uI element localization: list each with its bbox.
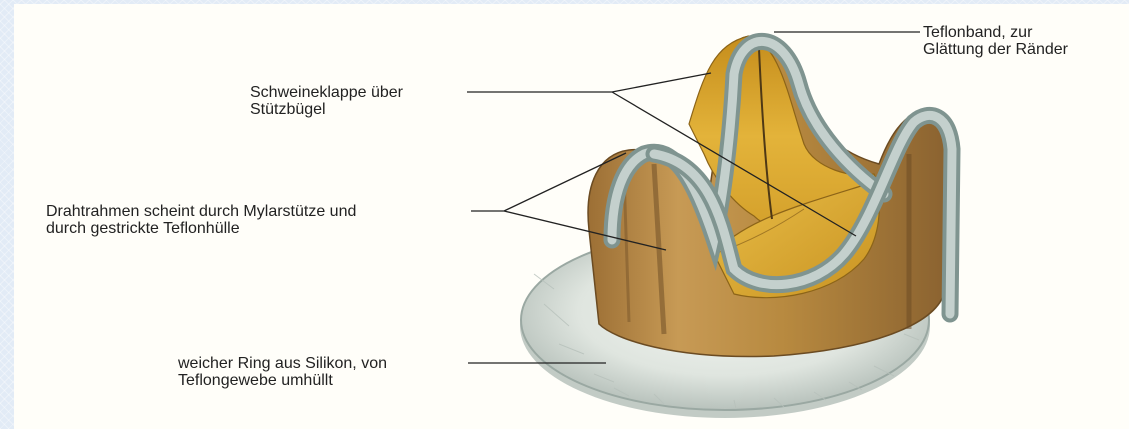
label-wire-frame-line2: durch gestrickte Teflonhülle [46,220,356,237]
label-porcine-valve: Schweineklappe über Stützbügel [250,84,403,118]
label-wire-frame-line1: Drahtrahmen scheint durch Mylarstütze un… [46,203,356,220]
label-sewing-ring: weicher Ring aus Silikon, von Teflongewe… [178,355,387,389]
label-sewing-ring-line2: Teflongewebe umhüllt [178,372,387,389]
label-sewing-ring-line1: weicher Ring aus Silikon, von [178,355,387,372]
label-porcine-valve-line2: Stützbügel [250,101,403,118]
label-teflon-band: Teflonband, zur Glättung der Ränder [923,24,1068,58]
label-porcine-valve-line1: Schweineklappe über [250,84,403,101]
label-teflon-band-line1: Teflonband, zur [923,24,1068,41]
label-teflon-band-line2: Glättung der Ränder [923,41,1068,58]
figure-panel: Teflonband, zur Glättung der Ränder Schw… [14,4,1129,429]
label-wire-frame: Drahtrahmen scheint durch Mylarstütze un… [46,203,356,237]
